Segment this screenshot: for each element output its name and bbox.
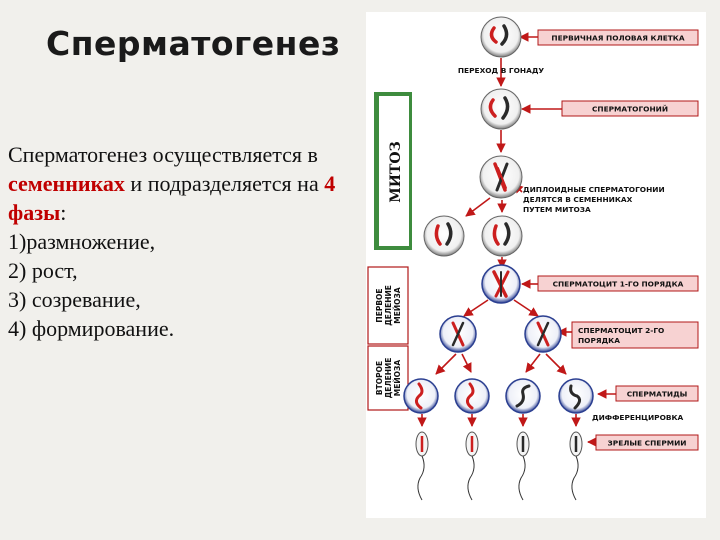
mature-sperm-4 (569, 431, 583, 501)
intro-paragraph: Сперматогенез осуществляется в семенника… (8, 140, 353, 227)
label-box-spermatogonium (561, 100, 699, 117)
label-primary-cell: ПЕРВИЧНАЯ ПОЛОВАЯ КЛЕТКА (551, 34, 684, 43)
phase-item: 4) формирование. (8, 316, 175, 341)
label-spermatocyte-1: СПЕРМАТОЦИТ 1-ГО ПОРЯДКА (553, 280, 684, 289)
spermatocyte-2-right (524, 315, 562, 353)
label-box-spermatids (615, 385, 699, 402)
label-to-gonad: ПЕРЕХОД В ГОНАДУ (458, 66, 545, 75)
mitosis-band-inner (379, 96, 409, 246)
label-diploid-1: ДИПЛОИДНЫЕ СПЕРМАТОГОНИИ (523, 185, 665, 194)
meiosis-1-label: ПЕРВОЕ ДЕЛЕНИЕ МЕЙОЗА (374, 285, 402, 326)
intro-text-2: и подразделяется на (124, 171, 325, 196)
label-box-spermatocyte-2 (571, 321, 699, 349)
highlight-testes: семенниках (8, 171, 125, 196)
dividing-spermatogonium (479, 155, 523, 199)
diagram-svg: МИТОЗ ПЕРВОЕ ДЕЛЕНИЕ МЕЙОЗА ВТОРОЕ ДЕЛЕН… (367, 16, 699, 501)
mature-sperm-3 (516, 431, 530, 501)
mitosis-label: МИТОЗ (388, 141, 404, 202)
spermatogonium-cell (480, 88, 522, 130)
stage-labels: ПЕРВИЧНАЯ ПОЛОВАЯ КЛЕТКА ПЕРЕХОД В ГОНАД… (458, 29, 699, 451)
mature-sperm-2 (465, 431, 479, 501)
spermatid-1 (403, 378, 439, 414)
slide-title: Сперматогенез (46, 24, 341, 63)
spermatid-3 (505, 378, 541, 414)
label-diploid-3: ПУТЕМ МИТОЗА (523, 205, 591, 214)
meiosis-2-band (367, 345, 409, 411)
phase-item: 3) созревание, (8, 287, 141, 312)
label-box-spermatocyte-1 (537, 275, 699, 292)
label-spermatocyte-2b: ПОРЯДКА (578, 336, 620, 345)
phase-list: 1)размножение, 2) рост, 3) созревание, 4… (8, 227, 353, 343)
label-spermatocyte-2a: СПЕРМАТОЦИТ 2-ГО (578, 326, 664, 335)
label-mature: ЗРЕЛЫЕ СПЕРМИИ (608, 439, 687, 448)
primary-germ-cell (480, 16, 522, 58)
slide-body: Сперматогенез осуществляется в семенника… (8, 140, 353, 343)
label-diploid-2: ДЕЛЯТСЯ В СЕМЕННИКАХ (523, 195, 633, 204)
meiosis-1-label-box: ПЕРВОЕ ДЕЛЕНИЕ МЕЙОЗА (374, 285, 402, 326)
spermatid-4 (558, 378, 594, 414)
meiosis-2-label: ВТОРОЕ ДЕЛЕНИЕ МЕЙОЗА (374, 357, 402, 399)
label-differentiation: ДИФФЕРЕНЦИРОВКА (592, 413, 684, 422)
diploid-spermatogonium-right (481, 215, 523, 257)
spermatid-2 (454, 378, 490, 414)
spermatocyte-2-left (439, 315, 477, 353)
spermatocyte-1 (481, 264, 521, 304)
meiosis-2-label-box: ВТОРОЕ ДЕЛЕНИЕ МЕЙОЗА (374, 357, 402, 399)
diploid-spermatogonium-left (423, 215, 465, 257)
mature-sperm-1 (415, 431, 429, 501)
intro-text-3: : (60, 200, 67, 225)
highlight-phases: 4 фазы (8, 171, 336, 225)
phase-item: 2) рост, (8, 258, 78, 283)
label-spermatogonium: СПЕРМАТОГОНИЙ (592, 105, 668, 114)
spermatogenesis-diagram: МИТОЗ ПЕРВОЕ ДЕЛЕНИЕ МЕЙОЗА ВТОРОЕ ДЕЛЕН… (366, 12, 706, 518)
label-box-mature (595, 434, 699, 451)
label-spermatids: СПЕРМАТИДЫ (627, 390, 688, 399)
label-box-primary (537, 29, 699, 46)
meiosis-1-band (367, 266, 409, 345)
phase-item: 1)размножение, (8, 229, 156, 254)
intro-text-1: Сперматогенез осуществляется в (8, 142, 318, 167)
